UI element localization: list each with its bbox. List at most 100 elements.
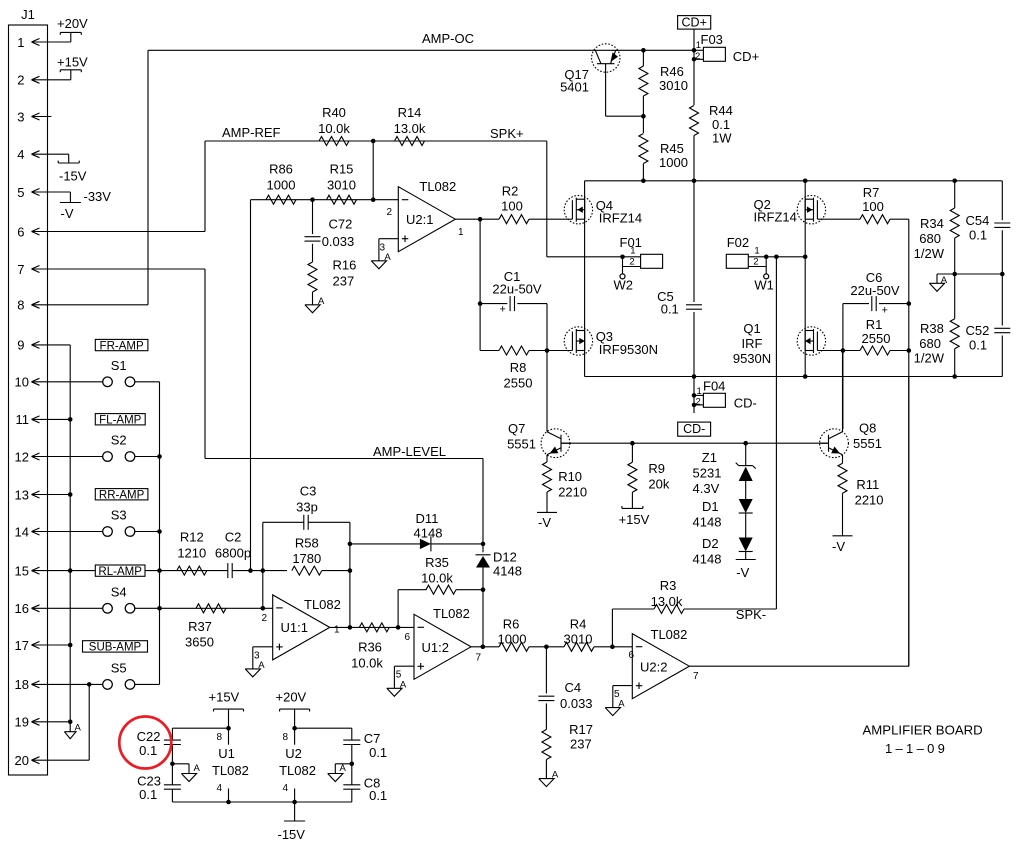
svg-text:680: 680 [919,231,941,246]
svg-text:C5: C5 [657,289,674,304]
svg-text:TL082: TL082 [304,597,341,612]
svg-text:R44: R44 [709,103,733,118]
svg-text:22u-50V: 22u-50V [492,282,541,297]
svg-text:R12: R12 [180,530,204,545]
svg-text:A: A [194,763,201,774]
svg-text:TL082: TL082 [651,627,688,642]
svg-text:3010: 3010 [327,178,356,193]
svg-text:5231: 5231 [693,466,722,481]
svg-text:4: 4 [282,783,288,794]
svg-text:2: 2 [386,207,392,218]
svg-text:R37: R37 [188,619,212,634]
svg-text:R86: R86 [269,162,293,177]
svg-text:4: 4 [216,783,222,794]
svg-text:W1: W1 [754,278,774,293]
svg-text:13.0k: 13.0k [651,594,683,609]
svg-text:C3: C3 [300,484,317,499]
svg-text:+20V: +20V [276,690,307,705]
svg-text:U1:2: U1:2 [422,640,449,655]
svg-text:0.033: 0.033 [322,234,355,249]
svg-text:IRF9530N: IRF9530N [599,342,658,357]
svg-text:4: 4 [17,147,24,162]
svg-text:TL082: TL082 [279,763,316,778]
svg-text:1: 1 [697,386,702,397]
svg-text:A: A [340,763,347,774]
svg-text:2: 2 [753,256,758,267]
svg-text:8: 8 [216,732,222,743]
svg-text:C72: C72 [329,217,353,232]
svg-text:AMP-REF: AMP-REF [222,125,281,140]
svg-text:C52: C52 [966,323,990,338]
svg-text:F03: F03 [701,32,723,47]
svg-text:J1: J1 [21,7,35,22]
svg-text:S4: S4 [111,584,127,599]
svg-text:S5: S5 [111,660,127,675]
svg-text:R40: R40 [322,105,346,120]
svg-text:R45: R45 [660,141,684,156]
svg-text:Q2: Q2 [754,197,771,212]
svg-text:3: 3 [17,109,24,124]
svg-text:9530N: 9530N [733,351,771,366]
svg-text:0.1: 0.1 [139,743,157,758]
svg-text:D12: D12 [493,550,517,565]
svg-text:6: 6 [17,224,24,239]
svg-text:Q8: Q8 [859,421,876,436]
svg-text:Q3: Q3 [596,329,613,344]
svg-text:RL-AMP: RL-AMP [98,566,142,578]
svg-text:7: 7 [693,671,699,682]
svg-text:2210: 2210 [558,485,587,500]
svg-text:AMP-LEVEL: AMP-LEVEL [373,444,446,459]
svg-text:1000: 1000 [659,155,688,170]
svg-text:3: 3 [254,650,260,661]
svg-text:A: A [75,723,82,734]
svg-text:2210: 2210 [855,493,884,508]
svg-text:R6: R6 [503,617,520,632]
svg-text:1780: 1780 [292,551,321,566]
svg-text:CD+: CD+ [733,49,759,64]
svg-text:3010: 3010 [564,632,593,647]
svg-text:R7: R7 [863,185,880,200]
svg-text:R9: R9 [648,461,665,476]
svg-text:F04: F04 [703,379,725,394]
svg-text:11: 11 [16,412,30,427]
svg-text:1: 1 [334,625,340,636]
svg-text:W2: W2 [614,278,634,293]
svg-text:C54: C54 [966,213,990,228]
svg-text:1W: 1W [712,131,732,146]
svg-text:-V: -V [61,206,74,221]
svg-text:A: A [318,296,325,307]
svg-text:33p: 33p [296,500,318,515]
svg-text:8: 8 [282,732,288,743]
svg-text:16: 16 [15,601,29,616]
svg-text:5: 5 [614,689,620,700]
svg-text:8: 8 [17,298,24,313]
svg-text:2: 2 [261,613,267,624]
svg-text:4.3V: 4.3V [693,481,720,496]
svg-text:19: 19 [15,715,29,730]
svg-text:0.1: 0.1 [139,787,157,802]
svg-text:A: A [552,770,559,781]
svg-text:+: + [500,304,506,316]
svg-text:7: 7 [17,262,24,277]
svg-text:C2: C2 [225,530,242,545]
svg-text:1/2W: 1/2W [914,246,945,261]
svg-text:Q17: Q17 [564,67,589,82]
svg-text:-15V: -15V [59,169,87,184]
svg-text:C7: C7 [364,731,381,746]
svg-text:-15V: -15V [278,827,306,842]
svg-text:A: A [258,660,265,671]
svg-text:C1: C1 [504,269,521,284]
svg-text:7: 7 [476,653,482,664]
svg-text:R35: R35 [425,555,449,570]
svg-text:100: 100 [501,199,523,214]
svg-text:1: 1 [696,40,701,51]
svg-text:R17: R17 [569,722,593,737]
svg-text:R11: R11 [856,477,879,492]
svg-text:10: 10 [15,375,29,390]
svg-text:C22: C22 [137,729,161,744]
svg-text:14: 14 [15,524,29,539]
svg-text:C23: C23 [137,774,161,789]
svg-text:18: 18 [15,677,29,692]
svg-text:D11: D11 [416,511,439,526]
svg-text:A: A [400,679,407,690]
